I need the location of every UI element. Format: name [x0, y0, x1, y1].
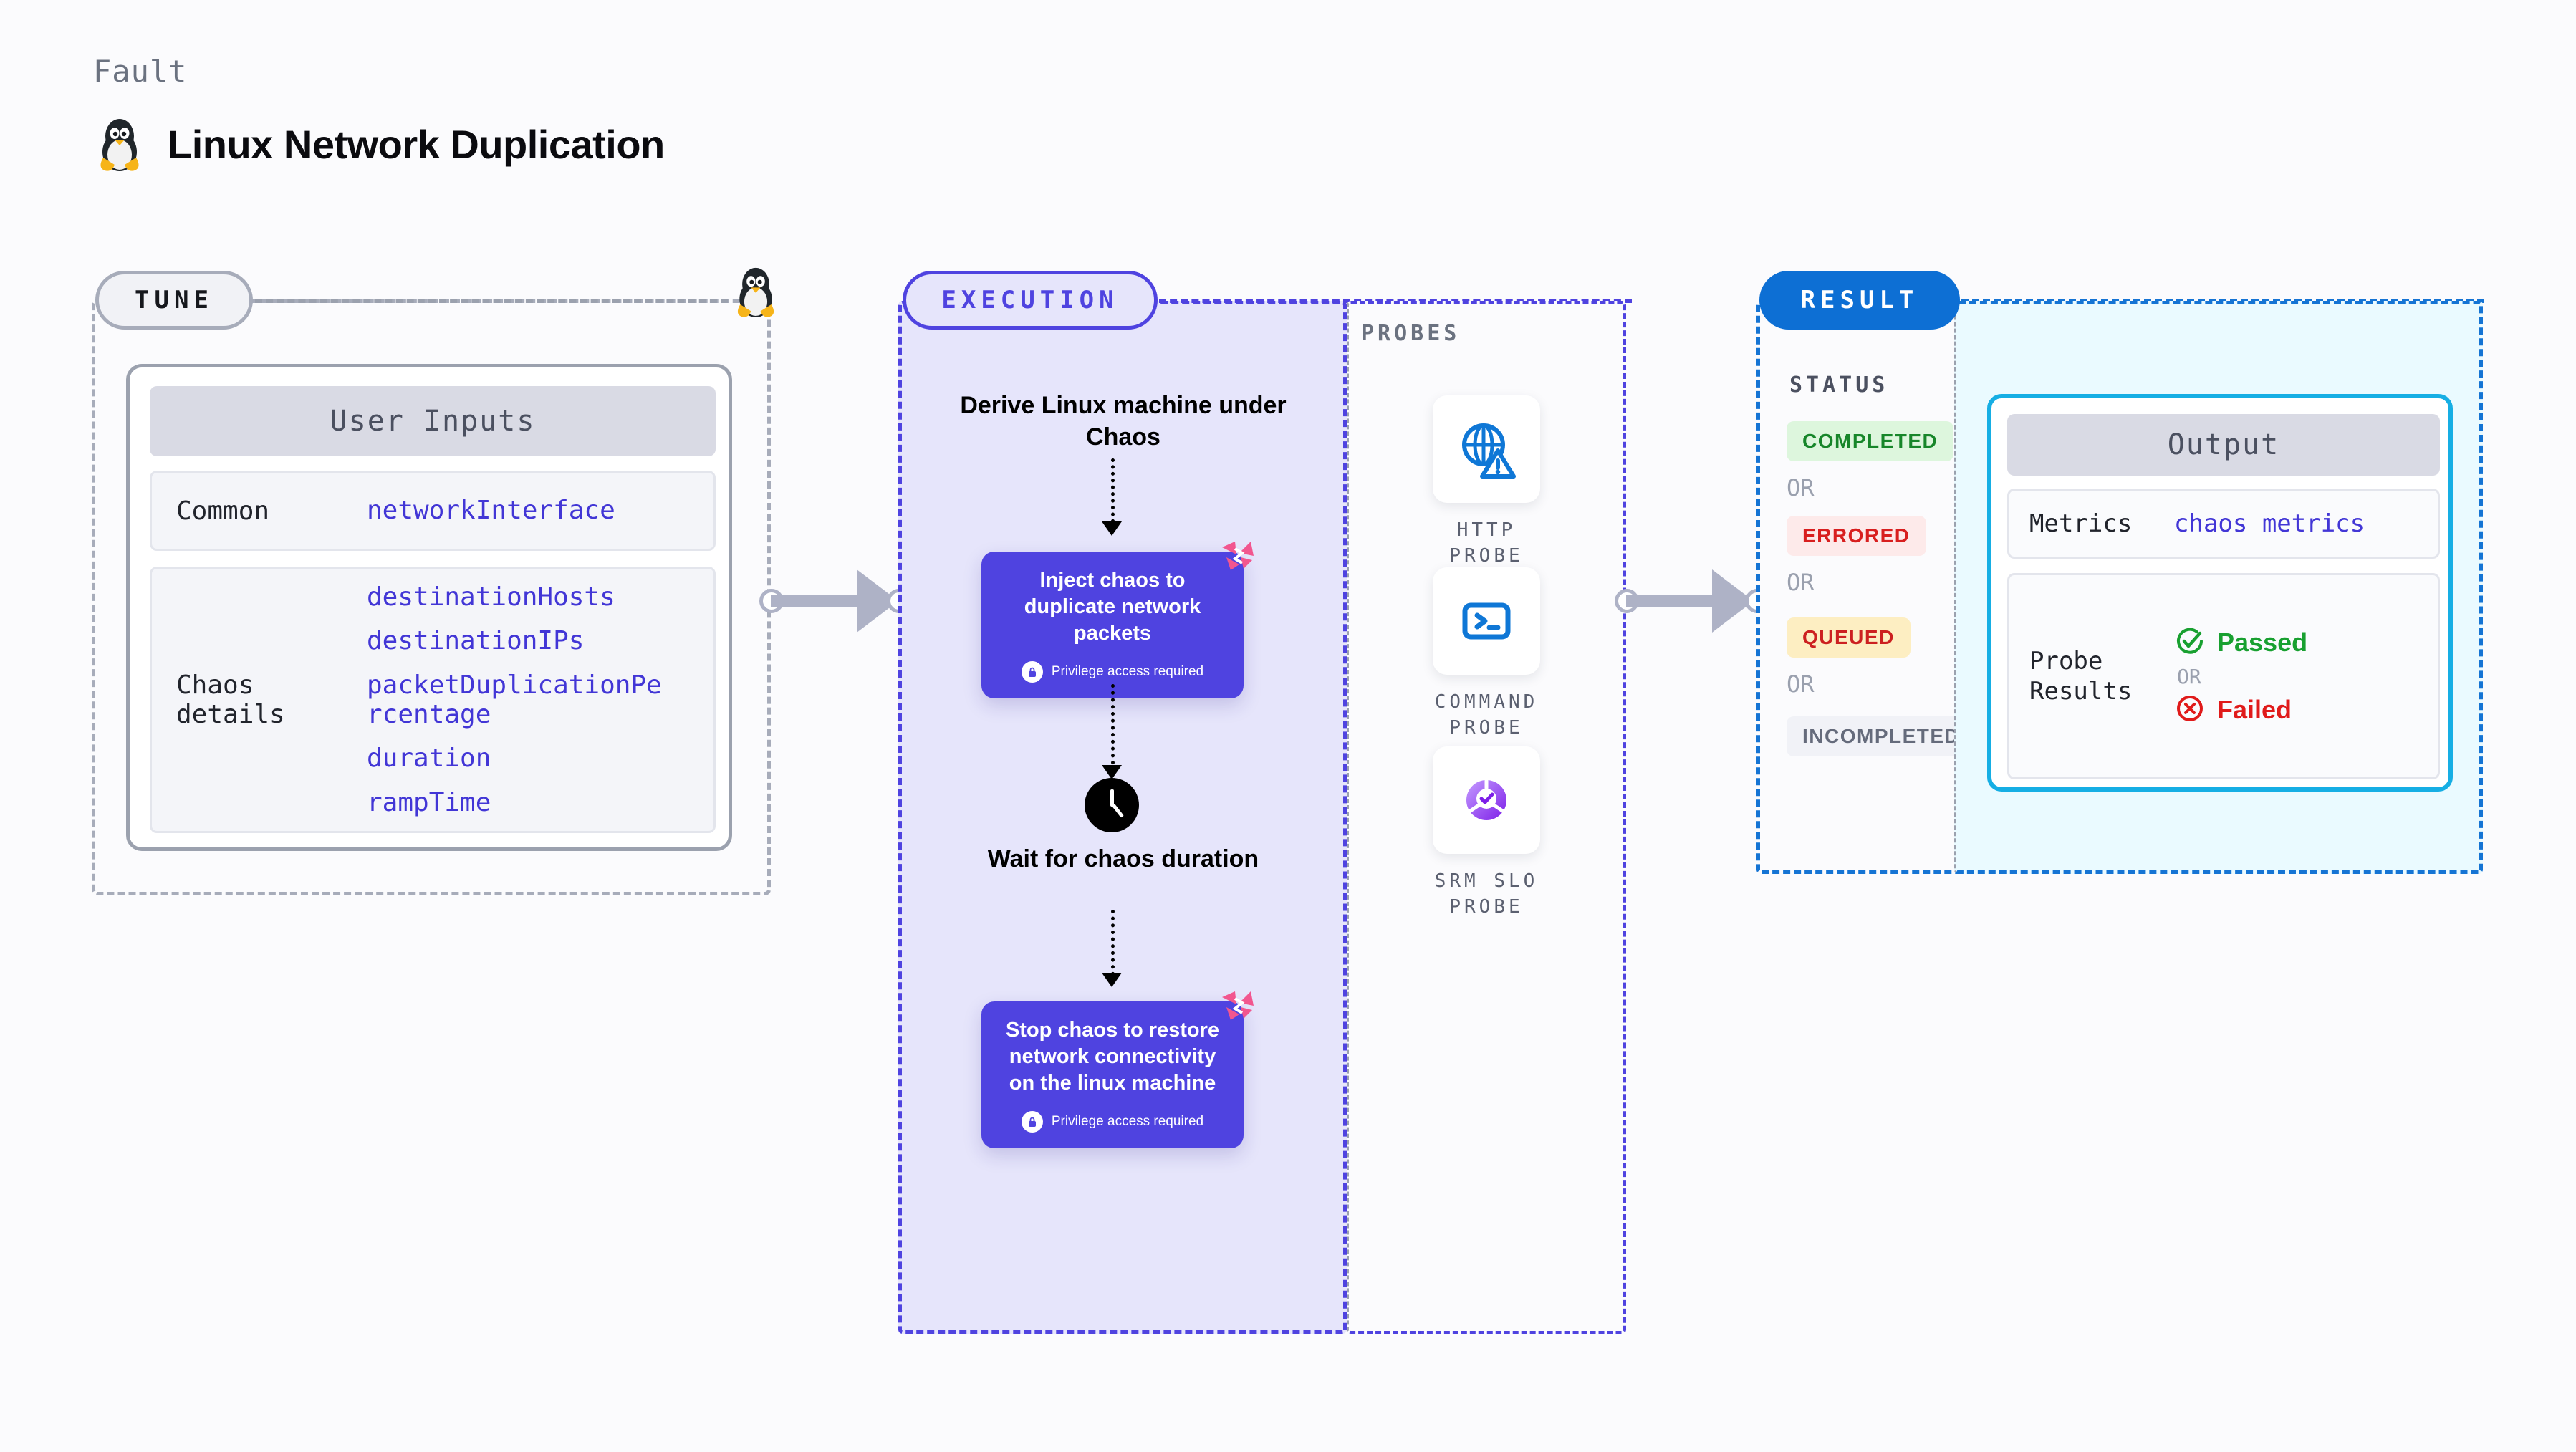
probe-result-or: OR [2177, 664, 2201, 688]
page-title-row: Linux Network Duplication [93, 115, 665, 173]
linux-penguin-icon [93, 115, 146, 173]
slo-check-icon [1433, 746, 1540, 854]
harness-icon [1218, 536, 1256, 578]
execution-step-derive-label: Derive Linux machine under Chaos [960, 392, 1287, 451]
status-or-3: OR [1787, 670, 1815, 698]
result-badge[interactable]: RESULT [1759, 271, 1960, 330]
execution-step-wait-label: Wait for chaos duration [987, 845, 1259, 872]
tune-value-packetduplicationpercentage[interactable]: packetDuplicationPercentage [367, 670, 662, 729]
user-inputs-card: User Inputs Common networkInterface Chao… [126, 364, 732, 851]
execution-arrow-2 [1111, 684, 1115, 771]
execution-arrowhead-3 [1102, 973, 1122, 987]
output-row-metrics: Metrics chaos metrics [2007, 489, 2440, 559]
probe-label-http: HTTP PROBE [1449, 519, 1524, 567]
execution-arrowhead-2 [1102, 765, 1122, 779]
output-header: Output [2007, 414, 2440, 476]
tune-value-networkinterface[interactable]: networkInterface [367, 496, 615, 526]
execution-block-stop-note-text: Privilege access required [1051, 1114, 1204, 1130]
x-circle-icon [2174, 693, 2206, 728]
execution-block-inject-label: Inject chaos to duplicate network packet… [1024, 569, 1201, 645]
page-eyebrow: Fault [93, 54, 188, 89]
status-badge-completed: COMPLETED [1787, 421, 1954, 461]
tune-row-common-key: Common [176, 496, 270, 526]
connector-line [771, 595, 857, 607]
user-inputs-header: User Inputs [150, 386, 716, 456]
execution-arrow-1 [1111, 458, 1115, 523]
tune-row-chaos-key: Chaos details [176, 670, 285, 729]
output-metrics-key: Metrics [2029, 509, 2133, 538]
result-status-title: STATUS [1789, 372, 1889, 398]
clock-icon [1085, 778, 1139, 832]
status-badge-incompleted: INCOMPLETED [1787, 716, 1976, 756]
page-title: Linux Network Duplication [168, 121, 665, 167]
execution-block-inject-note: Privilege access required [1021, 661, 1204, 683]
output-card: Output Metrics chaos metrics Probe Resul… [1987, 394, 2453, 792]
status-or-2: OR [1787, 569, 1815, 596]
probe-item-http[interactable]: HTTP PROBE [1418, 395, 1554, 569]
probe-result-failed: Failed [2174, 693, 2307, 728]
output-probe-key: Probe Results [2029, 646, 2133, 706]
probe-result-passed: Passed [2174, 625, 2307, 660]
lock-icon [1021, 661, 1043, 683]
tune-badge[interactable]: TUNE [95, 271, 253, 330]
execution-block-inject-note-text: Privilege access required [1051, 664, 1204, 680]
output-metrics-value[interactable]: chaos metrics [2174, 509, 2365, 538]
probe-label-command: COMMAND PROBE [1434, 691, 1539, 739]
probe-item-command[interactable]: COMMAND PROBE [1418, 567, 1554, 741]
tune-row-chaos-details: Chaos details destinationHosts destinati… [150, 567, 716, 833]
execution-arrow-3 [1111, 910, 1115, 976]
tune-value-destinationips[interactable]: destinationIPs [367, 626, 585, 656]
probe-result-failed-label: Failed [2217, 695, 2292, 724]
tune-row-chaos-values: destinationHosts destinationIPs packetDu… [367, 582, 668, 817]
tune-row-common: Common networkInterface [150, 471, 716, 551]
status-or-1: OR [1787, 474, 1815, 501]
execution-block-stop-label: Stop chaos to restore network connectivi… [1005, 1019, 1220, 1095]
status-badge-queued: QUEUED [1787, 617, 1911, 658]
execution-block-inject-chaos[interactable]: Inject chaos to duplicate network packet… [981, 542, 1254, 699]
probe-item-srm-slo[interactable]: SRM SLO PROBE [1418, 746, 1554, 920]
probe-result-passed-label: Passed [2217, 628, 2308, 657]
tune-to-execution-arrow [771, 569, 898, 633]
check-circle-icon [2174, 625, 2206, 660]
tune-value-destinationhosts[interactable]: destinationHosts [367, 582, 615, 612]
harness-icon [1218, 986, 1256, 1028]
probe-label-srm-slo: SRM SLO PROBE [1434, 870, 1539, 918]
execution-block-stop-chaos[interactable]: Stop chaos to restore network connectivi… [981, 991, 1254, 1149]
tune-value-ramptime[interactable]: rampTime [367, 787, 491, 817]
connector-line [1626, 595, 1712, 607]
status-badge-errored: ERRORED [1787, 516, 1926, 556]
output-probe-values: Passed OR Failed [2174, 625, 2307, 728]
probes-title: PROBES [1361, 321, 1461, 346]
execution-block-stop-note: Privilege access required [1021, 1111, 1204, 1133]
output-row-probe-results: Probe Results Passed OR [2007, 573, 2440, 779]
linux-penguin-marker-icon [731, 264, 781, 323]
execution-badge[interactable]: EXECUTION [903, 271, 1158, 330]
globe-warning-icon [1433, 395, 1540, 503]
tune-row-common-values: networkInterface [367, 496, 615, 525]
terminal-icon [1433, 567, 1540, 675]
probes-to-result-arrow [1626, 569, 1754, 633]
tune-to-linux-connector [255, 299, 728, 303]
tune-value-duration[interactable]: duration [367, 744, 491, 774]
execution-arrowhead-1 [1102, 521, 1122, 536]
lock-icon [1021, 1111, 1043, 1133]
